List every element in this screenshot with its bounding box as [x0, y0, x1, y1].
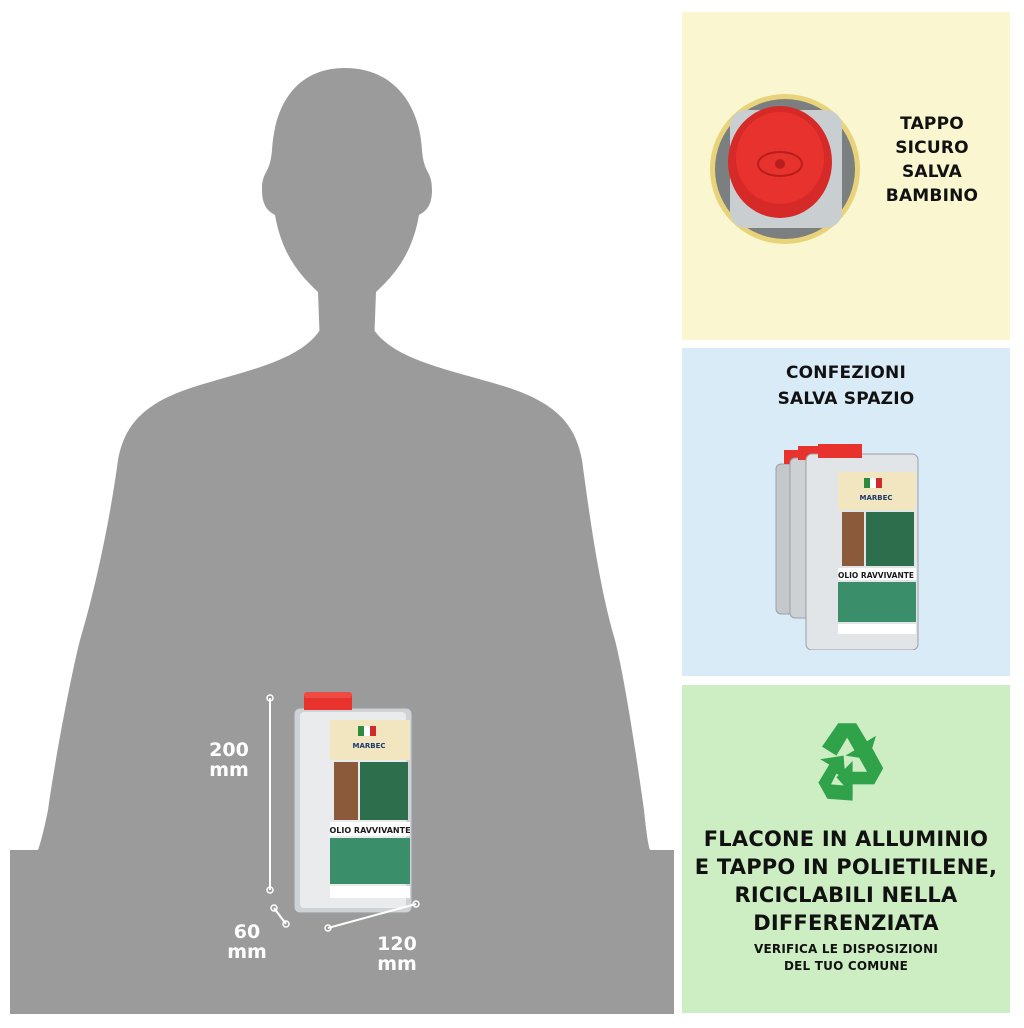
width-dimension: 120 mm — [370, 934, 424, 974]
recyclable-panel: FLACONE IN ALLUMINIO E TAPPO IN POLIETIL… — [682, 685, 1010, 1013]
recycle-line-3: RICICLABILI NELLA — [734, 883, 958, 907]
space-saving-pack-text: CONFEZIONI SALVA SPAZIO — [682, 360, 1010, 412]
recycle-note: VERIFICA LE DISPOSIZIONI DEL TUO COMUNE — [686, 941, 1006, 975]
child-safe-cap-image — [710, 94, 860, 244]
depth-value: 60 — [233, 921, 261, 943]
width-value: 120 — [377, 933, 417, 955]
can-brand: MARBEC — [352, 742, 385, 750]
pack-line-2: SALVA SPAZIO — [777, 389, 915, 409]
width-unit: mm — [377, 953, 417, 975]
recyclable-text: FLACONE IN ALLUMINIO E TAPPO IN POLIETIL… — [686, 825, 1006, 937]
recycle-line-4: DIFFERENZIATA — [753, 911, 939, 935]
cap-line-2: SICURO — [895, 138, 969, 158]
product-can: MARBEC OLIO RAVVIVANTE — [293, 692, 413, 914]
height-unit: mm — [209, 759, 249, 781]
pack-line-1: CONFEZIONI — [785, 363, 907, 383]
depth-unit: mm — [227, 941, 267, 963]
recycle-line-2: E TAPPO IN POLIETILENE, — [694, 855, 998, 879]
recycle-note-line-2: DEL TUO COMUNE — [783, 959, 909, 973]
cap-line-3: SALVA — [901, 162, 963, 182]
height-value: 200 — [209, 739, 249, 761]
cap-line-1: TAPPO — [900, 114, 964, 134]
stacked-cans-image: MARBEC OLIO RAVVIVANTE — [775, 444, 919, 650]
can-product-name: OLIO RAVVIVANTE — [329, 826, 410, 835]
recycle-note-line-1: VERIFICA LE DISPOSIZIONI — [754, 942, 938, 956]
depth-dimension: 60 mm — [222, 922, 272, 962]
cap-line-4: BAMBINO — [885, 186, 979, 206]
child-safe-cap-panel: TAPPO SICURO SALVA BAMBINO — [682, 12, 1010, 340]
recycle-line-1: FLACONE IN ALLUMINIO — [703, 827, 989, 851]
recycle-icon — [818, 723, 884, 801]
size-comparison-scene: MARBEC OLIO RAVVIVANTE 200 mm 60 mm 120 … — [10, 68, 674, 1014]
dimension-lines — [266, 694, 420, 932]
pack-can-product-name: OLIO RAVVIVANTE — [838, 571, 914, 580]
child-safe-cap-text: TAPPO SICURO SALVA BAMBINO — [872, 112, 992, 208]
space-saving-pack-panel: CONFEZIONI SALVA SPAZIO MARBEC OLIO RAVV… — [682, 348, 1010, 676]
pack-can-brand: MARBEC — [859, 494, 892, 502]
height-dimension: 200 mm — [204, 740, 254, 780]
